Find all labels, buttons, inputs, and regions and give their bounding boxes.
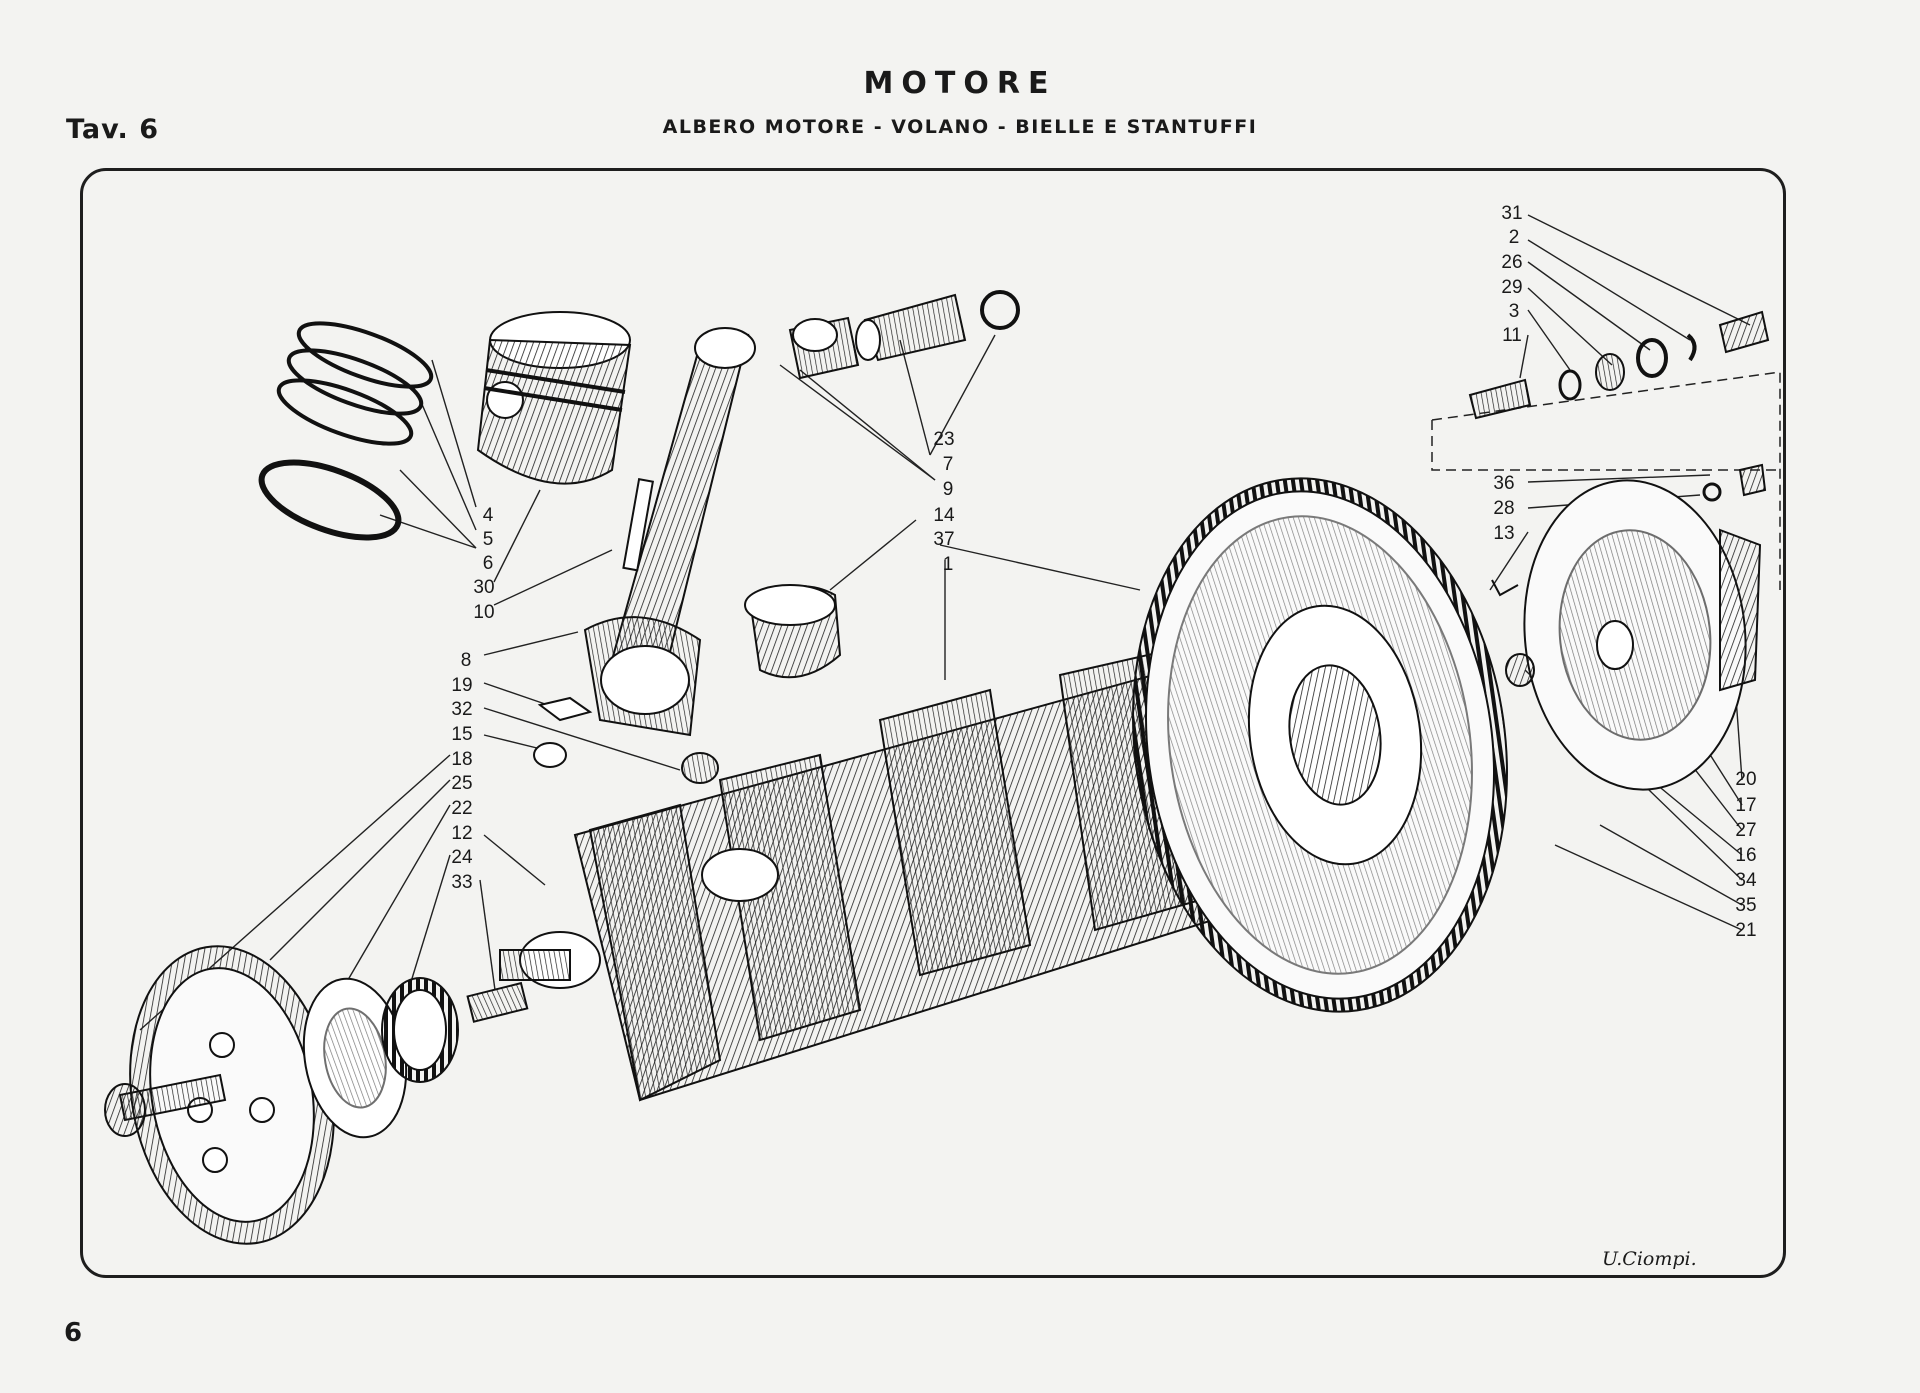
callout-1: 1 <box>942 554 954 575</box>
alignment-dashed-line <box>1431 371 1781 590</box>
callout-16: 16 <box>1735 845 1757 866</box>
callout-5: 5 <box>482 529 494 550</box>
callout-24: 24 <box>451 847 473 868</box>
gudgeon-pin-icon <box>788 290 1020 380</box>
callout-35: 35 <box>1735 895 1757 916</box>
callout-32: 32 <box>451 699 473 720</box>
callout-10: 10 <box>473 602 495 623</box>
piston-icon <box>476 311 632 485</box>
callout-17: 17 <box>1735 795 1757 816</box>
callout-26: 26 <box>1501 252 1523 273</box>
diagram-frame <box>80 168 1786 1278</box>
callout-27: 27 <box>1735 820 1757 841</box>
callout-33: 33 <box>451 872 473 893</box>
callout-11: 11 <box>1502 325 1522 346</box>
callout-4: 4 <box>482 505 494 526</box>
callout-21: 21 <box>1735 920 1757 941</box>
callout-6: 6 <box>482 553 494 574</box>
callout-14: 14 <box>933 505 955 526</box>
rear-cover-icon <box>1505 479 1762 791</box>
callout-18: 18 <box>451 749 473 770</box>
callout-2: 2 <box>1508 227 1520 248</box>
flywheel-icon <box>1132 477 1508 1013</box>
main-bearing-shell-icon <box>744 584 842 679</box>
callout-15: 15 <box>451 724 473 745</box>
page-subtitle: ALBERO MOTORE - VOLANO - BIELLE E STANTU… <box>662 116 1258 138</box>
artist-signature: U.Ciompi. <box>1602 1248 1697 1270</box>
connecting-rod-icon <box>583 327 756 737</box>
callout-28: 28 <box>1493 498 1515 519</box>
callout-22: 22 <box>451 798 473 819</box>
callout-9: 9 <box>942 479 954 500</box>
oil-fitting-group <box>1468 310 1770 502</box>
crank-pulley-icon <box>104 945 529 1245</box>
piston-rings-group <box>258 321 434 541</box>
callout-12: 12 <box>451 823 473 844</box>
callout-29: 29 <box>1501 277 1523 298</box>
callout-34: 34 <box>1735 870 1757 891</box>
callout-36: 36 <box>1493 473 1515 494</box>
page-title: MOTORE <box>863 66 1057 101</box>
callout-19: 19 <box>451 675 473 696</box>
callout-7: 7 <box>942 454 954 475</box>
callout-37: 37 <box>933 529 955 550</box>
callout-30: 30 <box>473 577 495 598</box>
page-number: 6 <box>64 1318 83 1348</box>
small-parts <box>533 579 1519 784</box>
plate-number: Tav. 6 <box>66 114 159 145</box>
callout-13: 13 <box>1493 523 1515 544</box>
callout-23: 23 <box>933 429 955 450</box>
callout-25: 25 <box>451 773 473 794</box>
callout-8: 8 <box>460 650 472 671</box>
callout-20: 20 <box>1735 769 1757 790</box>
callout-31: 31 <box>1501 203 1523 224</box>
callout-3: 3 <box>1508 301 1520 322</box>
